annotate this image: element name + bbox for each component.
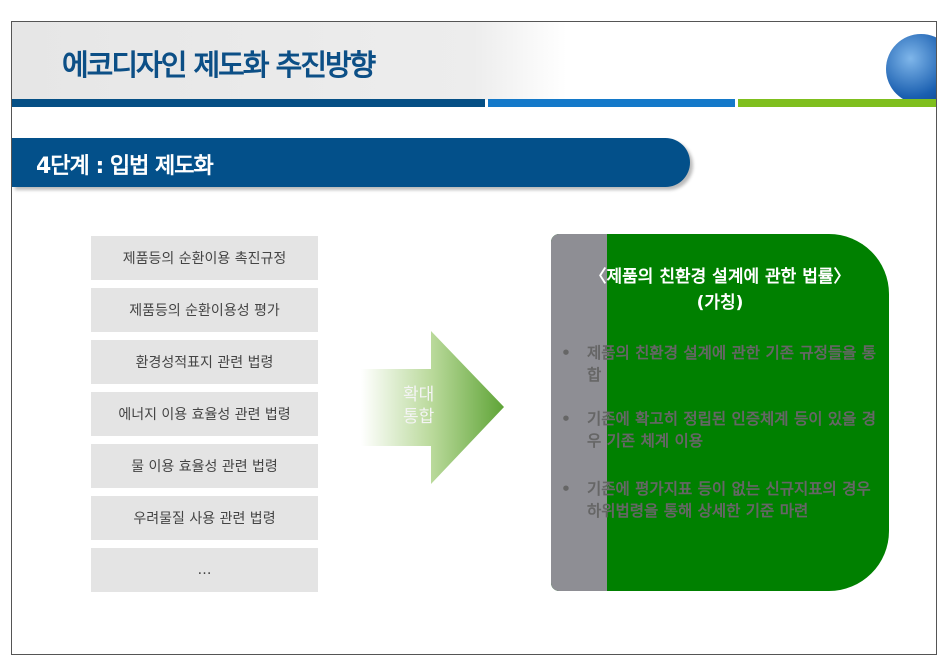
section-header: 4단계 : 입법 제도화 bbox=[12, 138, 690, 187]
stripe-navy bbox=[12, 99, 485, 107]
slide: 에코디자인 제도화 추진방향 4단계 : 입법 제도화 제품등의 순환이용 촉진… bbox=[11, 21, 937, 655]
globe-icon bbox=[886, 34, 936, 104]
law-title: 〈제품의 친환경 설계에 관한 법률〉(가칭) bbox=[589, 267, 851, 313]
law-item: 에너지 이용 효율성 관련 법령 bbox=[91, 392, 318, 436]
stripe-blue bbox=[488, 99, 735, 107]
law-item: 제품등의 순환이용 촉진규정 bbox=[91, 236, 318, 280]
arrow-right-icon bbox=[361, 331, 504, 484]
law-item: 우려물질 사용 관련 법령 bbox=[91, 496, 318, 540]
bullet-item: •기존에 평가지표 등이 없는 신규지표의 경우 하위법령을 통해 상세한 기준… bbox=[561, 480, 871, 520]
panel-stripe bbox=[551, 234, 607, 591]
law-item: 제품등의 순환이용성 평가 bbox=[91, 288, 318, 332]
result-panel: 〈제품의 친환경 설계에 관한 법률〉(가칭) •제품의 친환경 설계에 관한 … bbox=[551, 234, 889, 591]
law-item: 물 이용 효율성 관련 법령 bbox=[91, 444, 318, 488]
stripe-green bbox=[738, 99, 936, 107]
page-title: 에코디자인 제도화 추진방향 bbox=[62, 48, 376, 82]
header-banner: 에코디자인 제도화 추진방향 bbox=[12, 22, 936, 104]
law-item: … bbox=[91, 548, 318, 592]
bullet-item: •기존에 확고히 정립된 인증체계 등이 있을 경우 기존 체계 이용 bbox=[561, 410, 877, 450]
bullet-item: •제품의 친환경 설계에 관한 기존 규정들을 통합 bbox=[561, 344, 877, 384]
law-item: 환경성적표지 관련 법령 bbox=[91, 340, 318, 384]
section-title: 4단계 : 입법 제도화 bbox=[36, 154, 214, 179]
